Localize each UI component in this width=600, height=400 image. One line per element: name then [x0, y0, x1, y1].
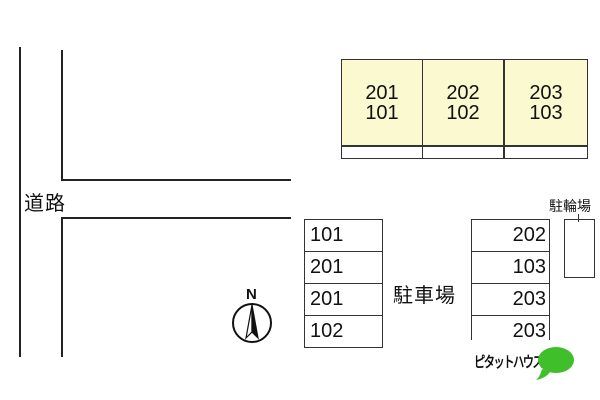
unit-lower-number: 102 — [446, 101, 480, 124]
road-label: 道路 — [24, 193, 66, 215]
compass-icon — [232, 303, 272, 343]
road-boundary-top — [61, 179, 291, 181]
parking-label: 駐車場 — [393, 285, 456, 307]
road-boundary-inner-lower — [61, 217, 63, 357]
balcony-1 — [341, 146, 423, 159]
road-boundary-left — [19, 47, 21, 357]
balcony-3 — [504, 146, 588, 159]
building-unit-2: 202 102 — [422, 59, 504, 146]
leaf-icon — [536, 347, 574, 380]
parking-slot: 103 — [471, 251, 550, 284]
bicycle-parking-leader — [578, 214, 579, 222]
parking-slot: 201 — [304, 283, 383, 316]
unit-upper-number: 203 — [529, 81, 563, 104]
road-boundary-bottom — [61, 217, 291, 219]
building-unit-1: 201 101 — [341, 59, 423, 146]
unit-lower-number: 103 — [529, 101, 563, 124]
parking-slot: 203 — [471, 283, 550, 316]
brand-logo: ピタットハウス — [474, 345, 578, 383]
balcony-2 — [422, 146, 504, 159]
parking-slot: 101 — [304, 219, 383, 252]
unit-upper-number: 201 — [365, 81, 399, 104]
bicycle-parking-label: 駐輪場 — [549, 198, 591, 214]
parking-slot: 203 — [471, 315, 550, 342]
building-unit-3: 203 103 — [504, 59, 588, 146]
brand-logo-text: ピタットハウス — [474, 354, 544, 371]
unit-upper-number: 202 — [446, 81, 480, 104]
bicycle-parking-area — [564, 219, 595, 278]
unit-lower-number: 101 — [365, 101, 399, 124]
north-label: N — [246, 286, 257, 303]
parking-slot: 202 — [471, 219, 550, 252]
parking-slot: 102 — [304, 315, 383, 348]
parking-slot: 201 — [304, 251, 383, 284]
road-boundary-inner-upper — [61, 50, 63, 181]
